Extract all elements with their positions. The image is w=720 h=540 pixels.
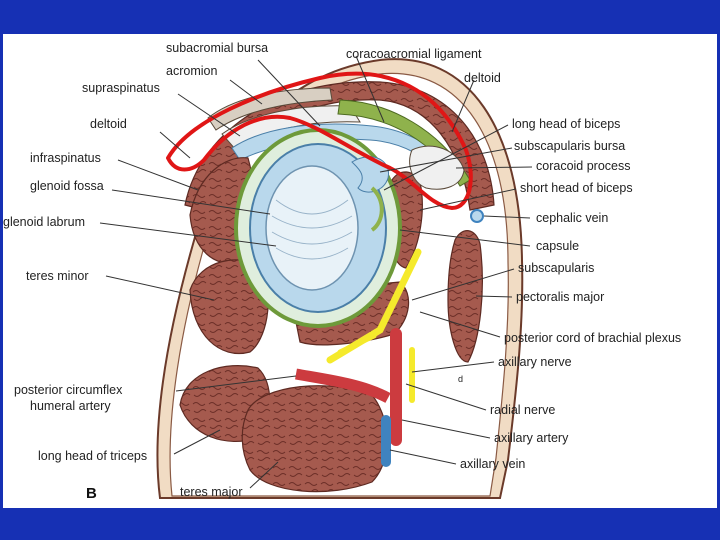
- label-short-head-biceps: short head of biceps: [520, 181, 633, 195]
- label-teres-minor: teres minor: [26, 269, 89, 283]
- leader-lines: [99, 55, 533, 489]
- label-deltoid-left: deltoid: [90, 117, 127, 131]
- label-posterior-circumflex: posterior circumflex: [14, 383, 123, 397]
- label-coracoacromial-ligament: coracoacromial ligament: [346, 47, 482, 61]
- label-glenoid-labrum: glenoid labrum: [3, 215, 85, 229]
- axillary-nerve-shape: [337, 333, 377, 355]
- glenoid-labrum-lines: [271, 199, 353, 260]
- label-supraspinatus: supraspinatus: [82, 81, 160, 95]
- teres-major-muscle: [241, 385, 388, 493]
- label-infraspinatus: infraspinatus: [30, 151, 101, 165]
- marker-d: d: [458, 374, 463, 384]
- panel-letter: B: [86, 485, 97, 502]
- label-cephalic-vein: cephalic vein: [536, 211, 608, 225]
- label-axillary-artery: axillary artery: [494, 431, 569, 445]
- labels-left: subacromial bursa acromion supraspinatus…: [3, 41, 268, 499]
- label-glenoid-fossa: glenoid fossa: [30, 179, 104, 193]
- label-radial-nerve: radial nerve: [490, 403, 555, 417]
- label-subscapularis: subscapularis: [518, 261, 594, 275]
- coracoid-process-shape: [409, 145, 465, 190]
- label-capsule: capsule: [536, 239, 579, 253]
- label-long-head-biceps: long head of biceps: [512, 117, 620, 131]
- labels-right: coracoacromial ligament deltoid long hea…: [346, 47, 681, 471]
- label-axillary-vein: axillary vein: [460, 457, 525, 471]
- cephalic-vein-shape: [470, 209, 484, 223]
- label-pectoralis-major: pectoralis major: [516, 290, 604, 304]
- label-subacromial-bursa: subacromial bursa: [166, 41, 268, 55]
- label-axillary-nerve: axillary nerve: [498, 355, 572, 369]
- acromion-bone: [207, 87, 333, 131]
- long-head-biceps-tendon: [370, 186, 384, 232]
- label-subscapularis-bursa: subscapularis bursa: [514, 139, 625, 153]
- label-humeral-artery: humeral artery: [30, 399, 111, 413]
- label-coracoid-process: coracoid process: [536, 159, 631, 173]
- label-acromion: acromion: [166, 64, 217, 78]
- label-long-head-triceps: long head of triceps: [38, 449, 147, 463]
- axillary-artery-shape: [295, 368, 391, 403]
- label-deltoid-right: deltoid: [464, 71, 501, 85]
- label-teres-major: teres major: [180, 485, 243, 499]
- label-posterior-cord: posterior cord of brachial plexus: [504, 331, 681, 345]
